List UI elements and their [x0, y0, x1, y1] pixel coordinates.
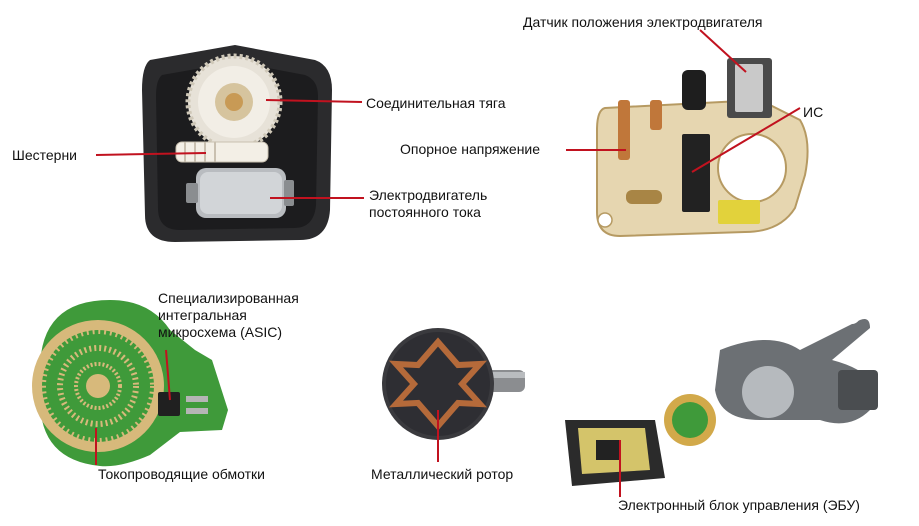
label-asic-line-2: интегральная	[158, 307, 247, 323]
label-asic: Специализированная интегральная микросхе…	[158, 290, 299, 341]
label-asic-line-1: Специализированная	[158, 290, 299, 306]
label-ic: ИС	[803, 104, 824, 120]
label-ecu: Электронный блок управления (ЭБУ)	[618, 497, 860, 513]
leader-asic	[165, 349, 171, 401]
label-reference-voltage: Опорное напряжение	[400, 141, 541, 157]
pcb-photo	[596, 58, 809, 238]
leader-connecting-rod	[265, 99, 363, 103]
winding-board-photo	[32, 300, 228, 467]
label-asic-line-3: микросхема (ASIC)	[158, 324, 283, 340]
label-metal-rotor: Металлический ротор	[371, 466, 514, 482]
label-dc-motor-line-2: постоянного тока	[369, 204, 481, 220]
actuator-housing-photo	[142, 45, 332, 242]
label-dc-motor: Электродвигатель постоянного тока	[369, 187, 487, 221]
label-motor-position-sensor: Датчик положения электродвигателя	[523, 14, 763, 30]
leader-ic	[691, 107, 801, 173]
label-gears: Шестерни	[12, 147, 77, 163]
gear-large	[185, 53, 283, 151]
leader-lines	[95, 29, 801, 497]
gear-worm	[175, 141, 269, 163]
leader-motor-position-sensor	[699, 29, 747, 73]
dc-motor-photo	[186, 168, 294, 218]
label-dc-motor-line-1: Электродвигатель	[369, 187, 488, 203]
leader-gears	[95, 152, 207, 156]
metal-rotor-photo	[382, 328, 525, 440]
label-conductive-windings: Токопроводящие обмотки	[98, 466, 265, 482]
ecu-photo	[565, 308, 878, 486]
label-connecting-rod: Соединительная тяга	[366, 95, 506, 111]
